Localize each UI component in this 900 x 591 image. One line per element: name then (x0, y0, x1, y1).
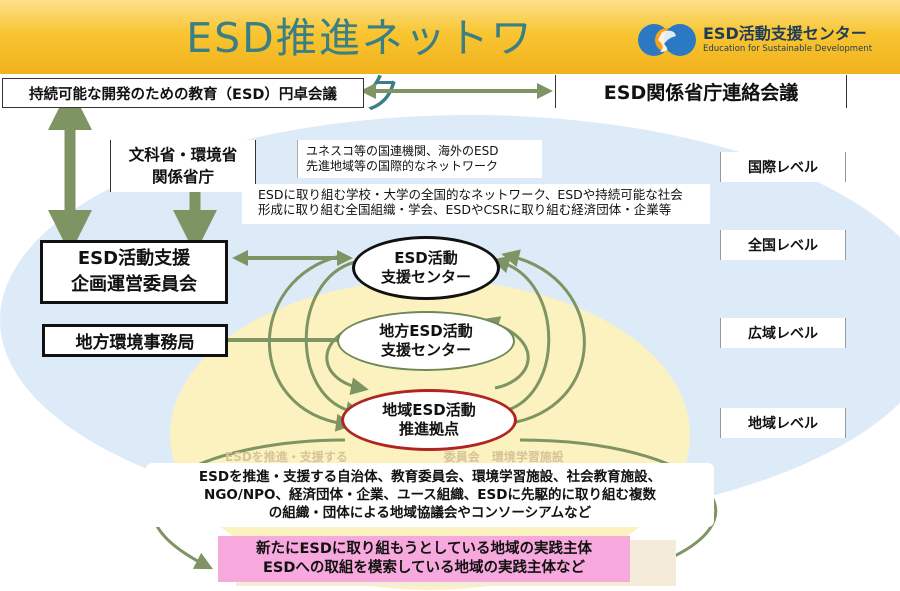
local-actors-line2: NGO/NPO、経済団体・企業、ユース組織、ESDに先駆的に取り組む複数 (204, 487, 656, 503)
regional-office-label: 地方環境事務局 (75, 333, 195, 353)
international-network-note: ユネスコ等の国連機関、海外のESD 先進地域等の国際的なネットワーク (297, 140, 542, 178)
esd-logo-icon (638, 24, 696, 56)
ministries-box: 文科省・環境省 関係省庁 (110, 140, 256, 192)
ghost-text-decoration: ESDを推進・支援する 委員会 環境学習施設 (225, 450, 564, 464)
ministries-liaison-box: ESD関係省庁連絡会議 (555, 75, 847, 108)
international-note-line1: ユネスコ等の国連機関、海外のESD (306, 144, 499, 158)
national-center-line2: 支援センター (380, 268, 471, 286)
loop-mid-right (501, 249, 586, 426)
local-center-line1: 地域ESD活動 (382, 401, 476, 419)
committee-box: ESD活動支援 企画運営委員会 (40, 240, 228, 304)
loop-mid-left (267, 254, 354, 432)
logo-subtext: Education for Sustainable Development (703, 44, 873, 54)
loop-inner-left (304, 260, 364, 420)
practitioners-line1: 新たにESDに取り組もうとしている地域の実践主体 (255, 541, 592, 557)
local-center-line2: 推進拠点 (398, 420, 459, 438)
roundtable-box: 持続可能な開発のための教育（ESD）円卓会議 (2, 78, 364, 108)
national-note-line1: ESDに取り組む学校・大学の全国的なネットワーク、ESDや持続可能な社会 (258, 187, 683, 202)
local-actors-line1: ESDを推進・支援する自治体、教育委員会、環境学習施設、社会教育施設、 (198, 469, 662, 485)
roundtable-label: 持続可能な開発のための教育（ESD）円卓会議 (29, 86, 337, 103)
regional-center-line2: 支援センター (380, 341, 471, 359)
local-actors-line3: の組織・団体による地域協議会やコンソーシアムなど (268, 505, 592, 521)
regional-center-oval: 地方ESD活動 支援センター (337, 311, 515, 371)
international-note-line2: 先進地域等の国際的なネットワーク (306, 159, 499, 173)
committee-line1: ESD活動支援 (77, 248, 191, 269)
national-center-oval: ESD活動 支援センター (352, 236, 500, 300)
national-note-line2: 形成に取り組む全国組織・学会、ESDやCSRに取り組む経済団体・企業等 (258, 202, 672, 217)
practitioners-box: 新たにESDに取り組もうとしている地域の実践主体 ESDへの取組を模索している地… (218, 536, 630, 582)
ministries-line1: 文科省・環境省 (128, 146, 238, 164)
level-local: 地域レベル (720, 408, 846, 438)
local-actors-box: ESDを推進・支援する自治体、教育委員会、環境学習施設、社会教育施設、 NGO/… (146, 463, 714, 527)
header-banner (0, 0, 900, 74)
logo-text: ESD活動支援センター (703, 24, 867, 43)
practitioners-line2: ESDへの取組を模索している地域の実践主体など (263, 560, 585, 576)
level-national: 全国レベル (720, 230, 846, 260)
level-wide-area: 広域レベル (720, 318, 846, 348)
loop-inner-right (491, 255, 551, 414)
local-center-oval: 地域ESD活動 推進拠点 (341, 389, 517, 451)
ministries-line2: 関係省庁 (151, 168, 214, 186)
national-center-line1: ESD活動 (394, 249, 458, 267)
level-international: 国際レベル (720, 152, 846, 182)
regional-office-box: 地方環境事務局 (42, 324, 228, 357)
regional-center-line1: 地方ESD活動 (379, 322, 473, 340)
committee-line2: 企画運営委員会 (71, 274, 197, 295)
national-network-note: ESDに取り組む学校・大学の全国的なネットワーク、ESDや持続可能な社会 形成に… (242, 184, 710, 224)
ministries-liaison-label: ESD関係省庁連絡会議 (603, 82, 799, 104)
